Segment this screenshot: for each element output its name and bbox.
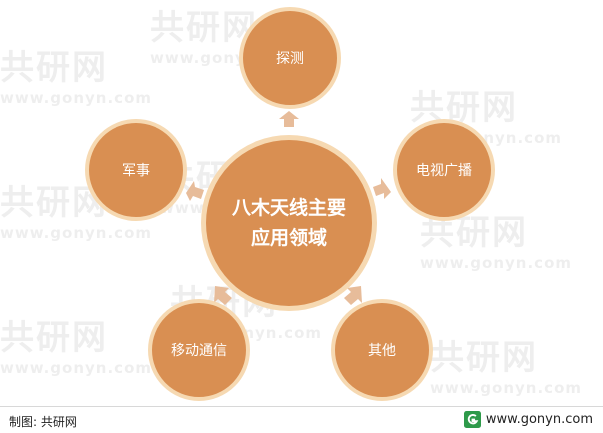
node-detection: 探测: [239, 7, 341, 109]
arrow-bottom-right: [344, 286, 362, 305]
arrow-right: [373, 178, 391, 199]
footer-website: www.gonyn.com: [463, 411, 593, 428]
node-label: 军事: [122, 163, 150, 179]
node-label: 其他: [368, 343, 396, 359]
arrow-left: [186, 181, 204, 201]
node-label: 移动通信: [171, 343, 227, 359]
node-label: 探测: [276, 51, 304, 67]
node-mobile-communication: 移动通信: [148, 299, 250, 401]
website-url: www.gonyn.com: [485, 412, 593, 427]
gonyn-logo-icon: [463, 411, 481, 428]
node-tv-broadcast: 电视广播: [393, 119, 495, 221]
node-military: 军事: [85, 119, 187, 221]
center-node-label: 八木天线主要 应用领域: [231, 197, 346, 249]
footer-source: 制图: 共研网: [9, 415, 77, 429]
center-node: 八木天线主要 应用领域: [201, 135, 377, 311]
footer-divider: [0, 406, 603, 407]
node-label: 电视广播: [416, 163, 472, 179]
node-other: 其他: [331, 299, 433, 401]
arrow-bottom-left: [214, 286, 232, 305]
arrow-up: [279, 111, 299, 127]
